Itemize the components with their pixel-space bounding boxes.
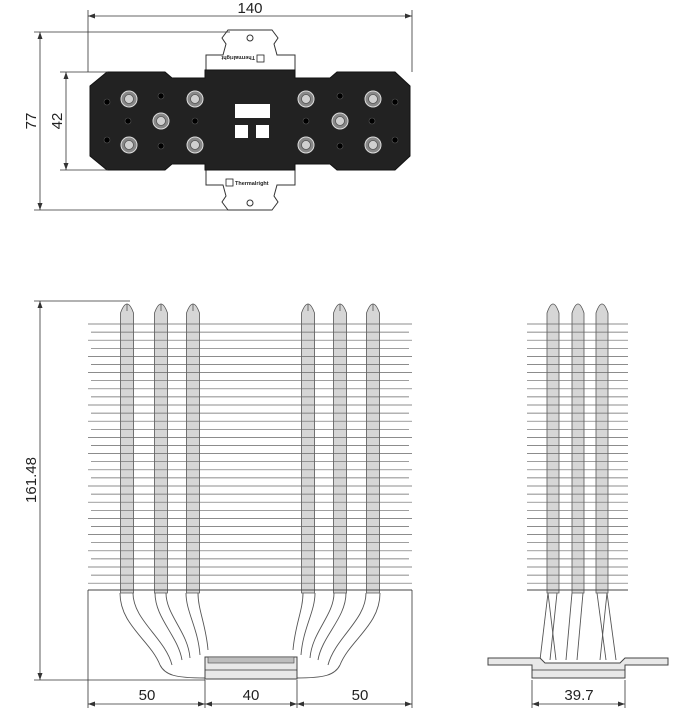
side-heatpipe-legs: [539, 592, 617, 661]
mounting-bracket-bottom: [205, 169, 296, 211]
mounting-hole: [302, 117, 310, 125]
screw-center: [190, 140, 200, 150]
center-window-right: [256, 125, 269, 138]
dim-width-140: 140: [237, 0, 262, 17]
brand-logo-top: Thermalright: [221, 54, 265, 63]
mounting-hole: [124, 117, 132, 125]
mounting-hole: [103, 98, 111, 106]
screw-center: [301, 94, 311, 104]
heatpipe: [186, 303, 200, 594]
brand-label-bottom: Thermalright: [235, 181, 269, 187]
mounting-hole: [368, 117, 376, 125]
side-view: [487, 303, 669, 679]
heatpipe: [154, 303, 168, 594]
dim-height-161-48: 161.48: [23, 457, 40, 503]
screw-center: [368, 94, 378, 104]
front-dimensions: 161.48 50 40 50: [23, 300, 413, 708]
mounting-hole: [191, 117, 199, 125]
screw-center: [124, 94, 134, 104]
dim-depth-39-7: 39.7: [564, 687, 593, 704]
mounting-hole: [336, 142, 344, 150]
heatpipe: [366, 303, 380, 594]
bracket-hole-bottom: [246, 199, 254, 207]
side-heatpipes: [546, 303, 609, 594]
dim-center-40: 40: [243, 687, 260, 704]
side-dimensions: 39.7: [531, 680, 626, 708]
base-plate: [89, 69, 411, 171]
dim-right-50: 50: [352, 687, 369, 704]
screw-center: [335, 116, 345, 126]
heatpipe: [333, 303, 347, 594]
brand-label-top: Thermalright: [221, 54, 255, 60]
top-view: Thermalright Thermalright: [89, 29, 411, 211]
top-dimensions: 140 77 42: [23, 0, 413, 211]
mounting-hole: [103, 136, 111, 144]
mounting-hole: [336, 92, 344, 100]
screw-center: [190, 94, 200, 104]
screw-center: [156, 116, 166, 126]
front-heatpipes: [120, 303, 380, 594]
dim-left-50: 50: [139, 687, 156, 704]
screw-center: [124, 140, 134, 150]
heatpipe: [595, 303, 609, 594]
center-window: [235, 104, 270, 118]
center-window-left: [235, 125, 248, 138]
screw-center: [301, 140, 311, 150]
front-fin-stack: [88, 323, 412, 591]
mounting-hole: [157, 92, 165, 100]
front-view: [88, 303, 412, 680]
heatpipe: [571, 303, 585, 594]
bracket-hole-top: [246, 34, 254, 42]
heatpipe: [301, 303, 315, 594]
side-fin-stack: [527, 323, 628, 591]
front-heatpipe-bends: [119, 592, 381, 679]
mounting-hole: [157, 142, 165, 150]
front-base-top: [207, 656, 295, 664]
screw-group: [103, 90, 399, 154]
brand-logo-bottom: Thermalright: [225, 178, 269, 187]
heatpipe: [120, 303, 134, 594]
dim-height-42: 42: [49, 113, 66, 130]
side-base-flange: [487, 657, 669, 679]
mounting-hole: [391, 136, 399, 144]
screw-center: [368, 140, 378, 150]
heatpipe: [546, 303, 560, 594]
dim-height-77: 77: [23, 113, 40, 130]
mounting-hole: [391, 98, 399, 106]
